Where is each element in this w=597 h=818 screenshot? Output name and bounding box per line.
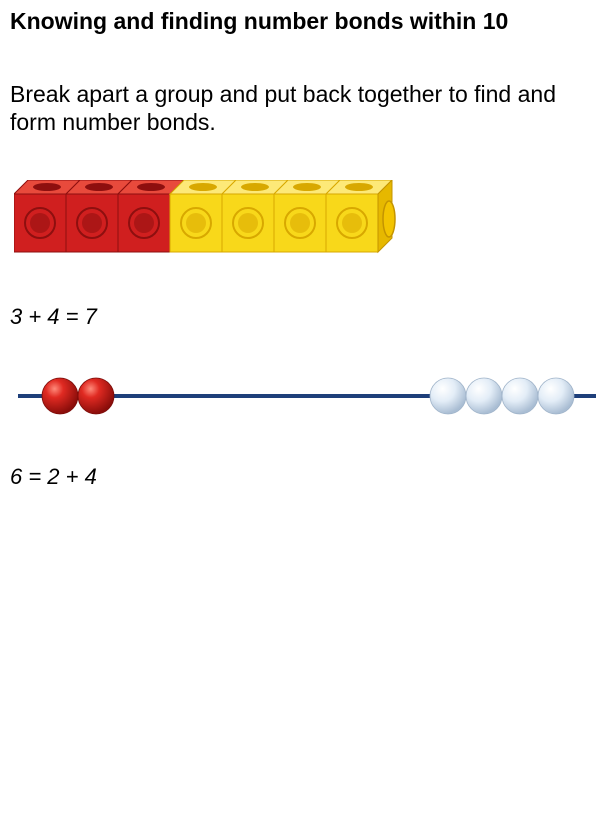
equation-two: 6 = 2 + 4 — [10, 464, 97, 489]
yellow-cube — [272, 180, 341, 253]
red-bead — [77, 377, 115, 415]
cube-end-knob — [377, 180, 396, 254]
yellow-cube — [168, 180, 237, 253]
page-title: Knowing and finding number bonds within … — [10, 8, 509, 34]
red-cube — [14, 180, 81, 253]
yellow-cube — [324, 180, 393, 253]
red-cube — [64, 180, 133, 253]
white-bead — [465, 377, 503, 415]
page-subtitle: Break apart a group and put back togethe… — [10, 81, 556, 135]
bead-string-illustration — [18, 377, 596, 415]
white-bead — [537, 377, 575, 415]
equation-one: 3 + 4 = 7 — [10, 304, 97, 329]
linking-cubes-illustration — [14, 180, 396, 254]
red-cube — [116, 180, 185, 253]
yellow-cube — [220, 180, 289, 253]
red-bead — [41, 377, 79, 415]
white-bead — [501, 377, 539, 415]
white-bead — [429, 377, 467, 415]
